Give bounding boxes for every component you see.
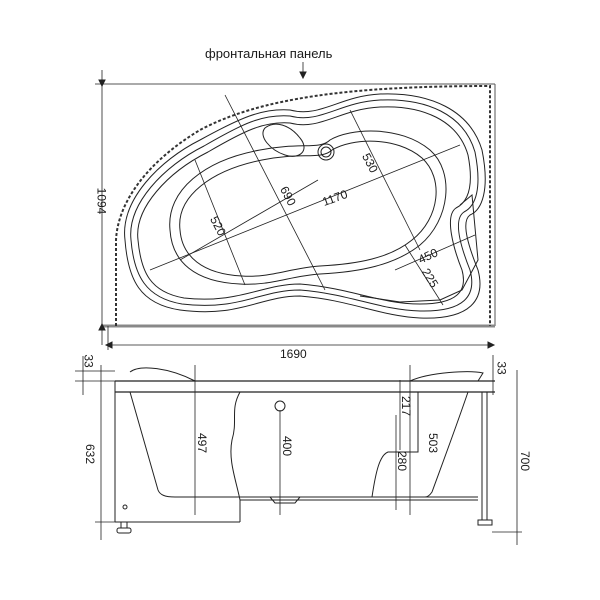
dim-depth-right: 503 <box>426 432 441 454</box>
front-panel-label: фронтальная панель <box>205 46 333 61</box>
dim-depth-left: 497 <box>195 432 210 454</box>
dim-height-left: 632 <box>83 443 98 465</box>
dim-overall-depth: 1094 <box>94 187 109 215</box>
dim-drain-height: 400 <box>280 435 295 457</box>
dim-seat-drop: 217 <box>399 395 414 417</box>
dim-rim-right: 33 <box>494 361 509 375</box>
dim-rim-left: 33 <box>81 354 96 368</box>
dim-overall-width: 1690 <box>280 347 307 361</box>
dim-overall-height: 700 <box>518 450 533 472</box>
dim-seat-height: 280 <box>395 450 410 472</box>
